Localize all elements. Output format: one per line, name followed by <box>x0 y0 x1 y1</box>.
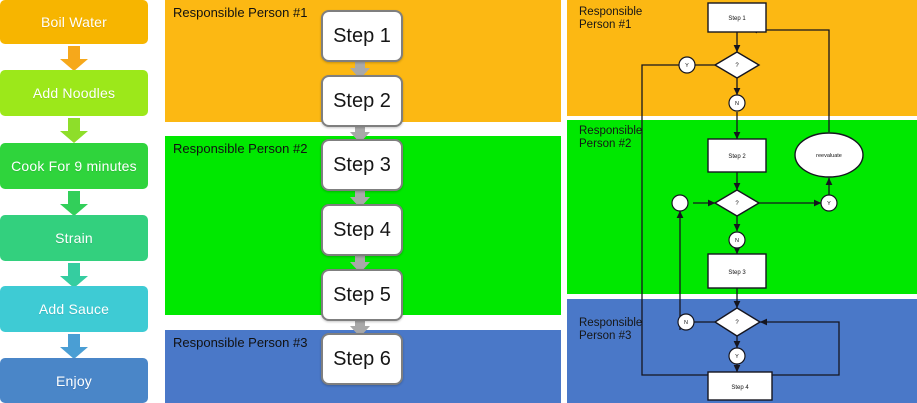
decision-node-label: reevaluate <box>816 153 842 159</box>
decision-node-decision3 <box>713 307 762 337</box>
decision-lane-label: Responsible Person #3 <box>579 317 643 342</box>
swimlane-label: Responsible Person #3 <box>173 335 308 350</box>
recipe-step-strain[interactable]: Strain <box>0 215 148 261</box>
decision-connector-d3-no <box>677 313 695 331</box>
decision-node-step2 <box>707 138 767 173</box>
decision-connector-merge <box>671 194 689 212</box>
decision-lane-label: Responsible Person #2 <box>579 125 643 150</box>
recipe-vertical-flow: Boil Water Add Noodles Cook For 9 minute… <box>0 0 160 403</box>
decision-connector-label: Y <box>827 201 831 207</box>
decision-node-step3 <box>707 253 767 289</box>
decision-connector-label: N <box>684 320 688 326</box>
step-box-6[interactable]: Step 6 <box>321 333 403 385</box>
recipe-step-label: Cook For 9 minutes <box>11 158 137 174</box>
decision-connector-d2-yes <box>820 194 838 212</box>
decision-node-label: ? <box>735 63 739 69</box>
decision-connector-d2-no <box>728 231 746 249</box>
recipe-step-label: Enjoy <box>55 372 93 389</box>
decision-node-label: Step 4 <box>731 385 749 391</box>
decision-node-reevaluate <box>794 132 864 178</box>
recipe-arrow-4 <box>58 263 90 289</box>
step-box-5[interactable]: Step 5 <box>321 269 403 321</box>
swimlane-step-flow: Responsible Person #1 Responsible Person… <box>165 0 563 403</box>
step-box-label: Step 3 <box>333 153 391 176</box>
decision-connector-label: N <box>735 101 739 107</box>
decision-node-label: ? <box>735 320 739 326</box>
decision-connector-d1-yes <box>678 56 696 74</box>
step-box-label: Step 5 <box>333 283 391 306</box>
step-box-label: Step 4 <box>333 218 391 241</box>
swimlane-decision-flowchart: Responsible Person #1 Responsible Person… <box>567 0 917 403</box>
decision-connector-label: Y <box>735 354 739 360</box>
swimlane-label: Responsible Person #1 <box>173 5 308 20</box>
recipe-step-label: Add Noodles <box>32 85 116 101</box>
decision-node-decision2 <box>713 189 761 217</box>
decision-node-step4 <box>707 371 773 401</box>
decision-node-decision1 <box>713 51 761 79</box>
recipe-step-label: Boil Water <box>40 14 108 30</box>
step-box-label: Step 6 <box>333 347 391 370</box>
step-box-label: Step 1 <box>333 24 391 47</box>
decision-node-label: Step 3 <box>728 270 746 276</box>
step-box-1[interactable]: Step 1 <box>321 10 403 62</box>
decision-connector-d3-yes <box>728 347 746 365</box>
recipe-arrow-3 <box>58 191 90 217</box>
swimlane-label: Responsible Person #2 <box>173 141 308 156</box>
step-box-label: Step 2 <box>333 89 391 112</box>
recipe-step-label: Add Sauce <box>38 301 110 317</box>
decision-flow-connectors: Step 1 ? Y N Step 2 reevaluate ? <box>641 2 864 401</box>
decision-connector-label: Y <box>685 63 689 69</box>
decision-node-step1 <box>707 2 767 33</box>
decision-node-label: ? <box>735 201 739 207</box>
recipe-step-label: Strain <box>55 230 93 246</box>
decision-lane-label: Responsible Person #1 <box>579 6 643 31</box>
recipe-step-enjoy[interactable]: Enjoy <box>0 358 148 403</box>
step-box-2[interactable]: Step 2 <box>321 75 403 127</box>
step-box-3[interactable]: Step 3 <box>321 139 403 191</box>
recipe-arrow-2 <box>58 118 90 144</box>
recipe-step-add-noodles[interactable]: Add Noodles <box>0 70 148 116</box>
recipe-step-boil-water[interactable]: Boil Water <box>0 0 148 44</box>
recipe-arrow-1 <box>58 46 90 72</box>
recipe-step-cook-for-9-minutes[interactable]: Cook For 9 minutes <box>0 143 148 189</box>
recipe-arrow-5 <box>58 334 90 360</box>
decision-connector-label: N <box>735 238 739 244</box>
step-box-4[interactable]: Step 4 <box>321 204 403 256</box>
decision-node-label: Step 2 <box>728 154 746 160</box>
decision-node-label: Step 1 <box>728 16 746 22</box>
recipe-step-add-sauce[interactable]: Add Sauce <box>0 286 148 332</box>
decision-connector-d1-no <box>728 94 746 112</box>
